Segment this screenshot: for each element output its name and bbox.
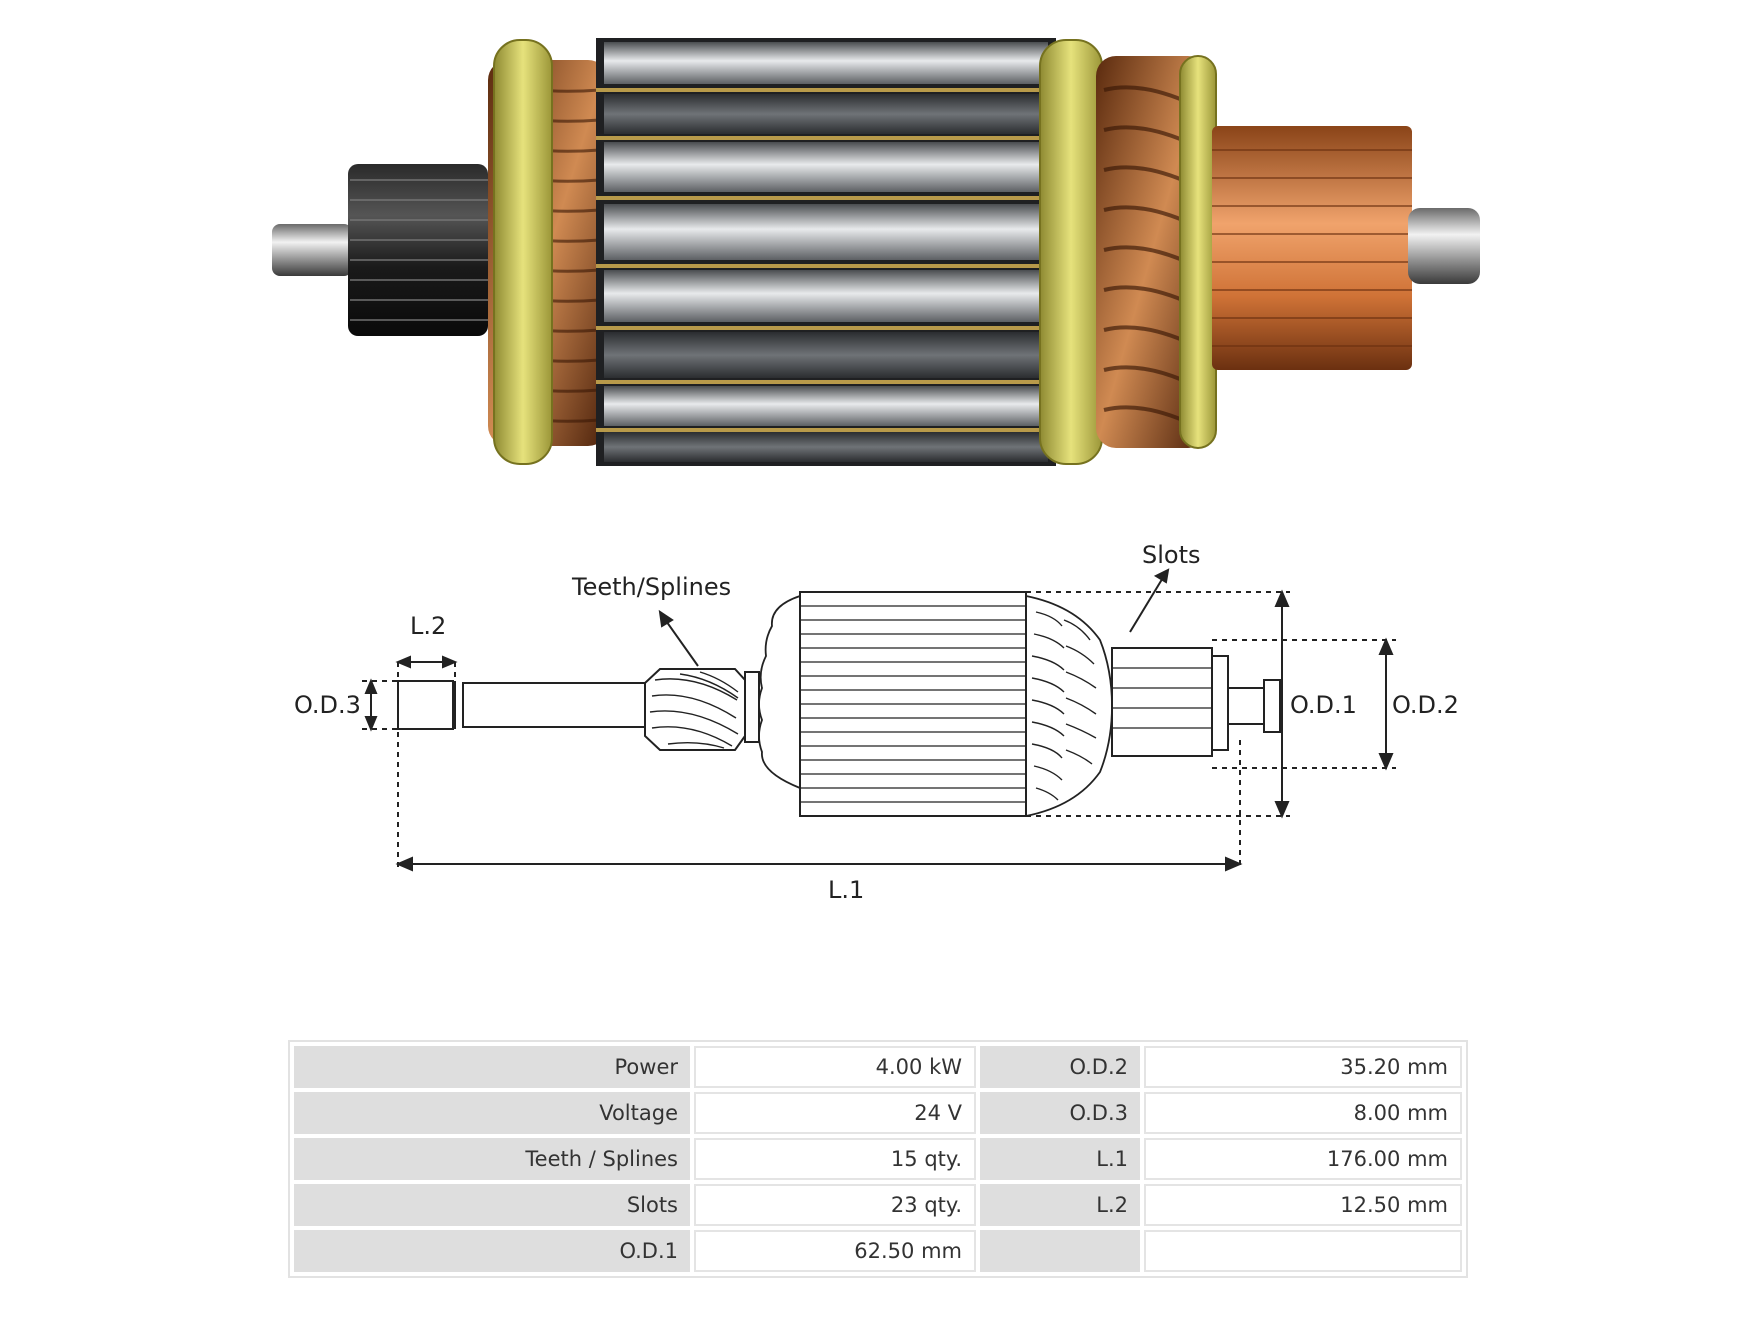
spec-value: 35.20 mm: [1144, 1046, 1462, 1088]
spec-value: 24 V: [694, 1092, 976, 1134]
label-slots: Slots: [1142, 541, 1201, 569]
spec-label: Voltage: [294, 1092, 690, 1134]
right-insulation-ring: [1039, 39, 1103, 465]
spec-label: Power: [294, 1046, 690, 1088]
spec-label: Teeth / Splines: [294, 1138, 690, 1180]
spec-value: 4.00 kW: [694, 1046, 976, 1088]
spec-label: O.D.3: [980, 1092, 1140, 1134]
table-row: Slots 23 qty. L.2 12.50 mm: [294, 1184, 1462, 1226]
label-teeth-splines: Teeth/Splines: [571, 573, 731, 601]
pinion-gear: [348, 164, 488, 336]
table-row: Teeth / Splines 15 qty. L.1 176.00 mm: [294, 1138, 1462, 1180]
spec-label: O.D.1: [294, 1230, 690, 1272]
drawing-pinion: [644, 668, 746, 751]
left-insulation-ring: [493, 39, 553, 465]
armature-dimension-drawing: Teeth/Splines Slots L.2 O.D.3 O.D.1 O.D.…: [294, 541, 1459, 904]
spec-table: Power 4.00 kW O.D.2 35.20 mm Voltage 24 …: [288, 1040, 1468, 1278]
label-l2: L.2: [410, 612, 446, 640]
extension-lines: [362, 591, 1396, 870]
right-shaft-stub: [1408, 208, 1480, 284]
spec-value: 12.50 mm: [1144, 1184, 1462, 1226]
spec-label: Slots: [294, 1184, 690, 1226]
label-od1: O.D.1: [1290, 691, 1357, 719]
table-row: Power 4.00 kW O.D.2 35.20 mm: [294, 1046, 1462, 1088]
spec-value: 8.00 mm: [1144, 1092, 1462, 1134]
spec-value: 23 qty.: [694, 1184, 976, 1226]
armature-photo: [272, 38, 1480, 466]
spec-label: [980, 1230, 1140, 1272]
drawing-left-winding: [758, 595, 801, 789]
shaft-tip: [397, 680, 454, 730]
drawing-shaft: [462, 682, 646, 728]
table-row: O.D.1 62.50 mm: [294, 1230, 1462, 1272]
drawing-collar: [744, 671, 760, 743]
spec-label: L.2: [980, 1184, 1140, 1226]
spec-value: [1144, 1230, 1462, 1272]
left-shaft-stub: [272, 224, 352, 276]
label-l1: L.1: [828, 876, 864, 904]
drawing-right-winding: [1025, 595, 1113, 817]
table-row: Voltage 24 V O.D.3 8.00 mm: [294, 1092, 1462, 1134]
label-od3: O.D.3: [294, 691, 361, 719]
commutator-insulation-ring: [1179, 55, 1217, 449]
spec-label: L.1: [980, 1138, 1140, 1180]
lamination-core: [596, 38, 1056, 466]
spec-value: 15 qty.: [694, 1138, 976, 1180]
spec-value: 176.00 mm: [1144, 1138, 1462, 1180]
spec-label: O.D.2: [980, 1046, 1140, 1088]
commutator: [1212, 126, 1412, 370]
drawing-commutator: [1111, 647, 1213, 757]
label-od2: O.D.2: [1392, 691, 1459, 719]
spec-value: 62.50 mm: [694, 1230, 976, 1272]
drawing-right-shaft: [1227, 687, 1265, 725]
